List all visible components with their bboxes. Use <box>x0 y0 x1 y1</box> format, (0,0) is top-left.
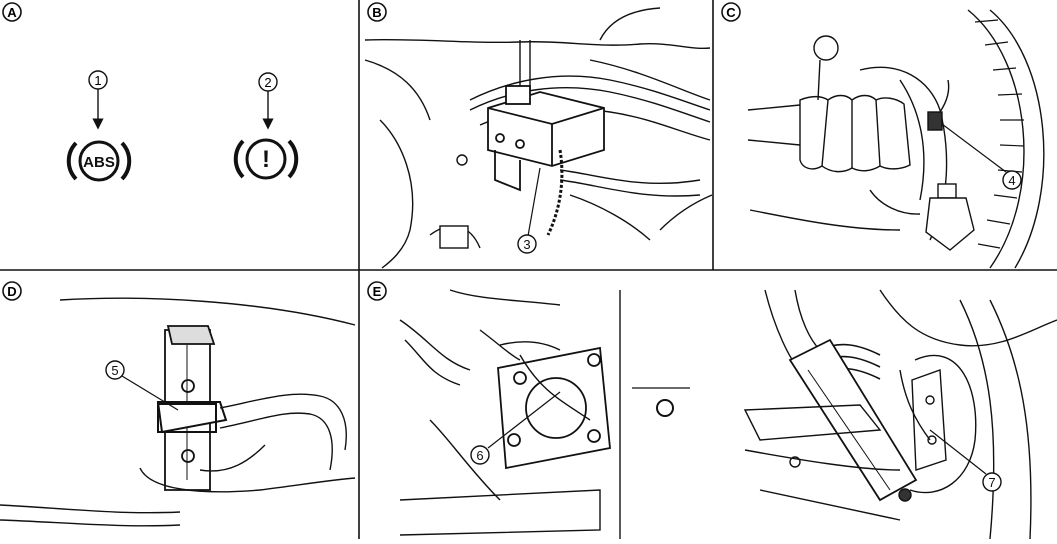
svg-text:!: ! <box>262 146 270 173</box>
panel-label-c: C <box>721 2 741 22</box>
panel-label-d: D <box>2 281 22 301</box>
panel-label-e: E <box>367 281 387 301</box>
panel-label-a: A <box>2 2 22 22</box>
panel-label-b: B <box>367 2 387 22</box>
callout-5: 5 <box>105 360 179 411</box>
callout-2: 2 <box>258 72 278 130</box>
callout-1: 1 <box>88 70 108 130</box>
panel-d: 5 <box>0 297 356 527</box>
callout-6: 6 <box>470 391 561 465</box>
svg-text:D: D <box>7 284 16 299</box>
rear-hub-plate <box>497 346 611 470</box>
drive-shaft-boot <box>747 94 911 173</box>
svg-text:4: 4 <box>1008 173 1015 188</box>
abs-warning-icon: ABS <box>66 140 132 182</box>
brake-rotor <box>967 9 1045 269</box>
panel-e: 6 7 <box>399 289 1057 540</box>
shock-absorber <box>788 338 918 502</box>
rear-brake-assembly <box>909 354 977 494</box>
front-wheel-sensor <box>927 79 950 131</box>
svg-text:A: A <box>7 5 17 20</box>
svg-text:E: E <box>373 284 382 299</box>
svg-text:1: 1 <box>94 73 101 88</box>
abs-sensor-body <box>156 401 228 434</box>
svg-text:B: B <box>372 5 381 20</box>
svg-text:2: 2 <box>264 75 271 90</box>
ball-joint <box>925 183 975 251</box>
svg-text:C: C <box>726 5 736 20</box>
panel-a: 1 ABS 2 ! <box>66 70 299 182</box>
svg-text:3: 3 <box>523 237 530 252</box>
svg-text:ABS: ABS <box>83 154 115 171</box>
callout-7: 7 <box>929 429 1002 492</box>
brake-warning-icon: ! <box>233 138 299 180</box>
svg-text:6: 6 <box>476 448 483 463</box>
svg-text:5: 5 <box>111 363 118 378</box>
callout-3: 3 <box>517 167 541 254</box>
panel-c: 4 <box>747 9 1045 269</box>
svg-text:7: 7 <box>988 475 995 490</box>
abs-actuator-unit <box>487 85 605 192</box>
callout-4: 4 <box>941 123 1022 190</box>
panel-b: 3 <box>364 7 713 269</box>
